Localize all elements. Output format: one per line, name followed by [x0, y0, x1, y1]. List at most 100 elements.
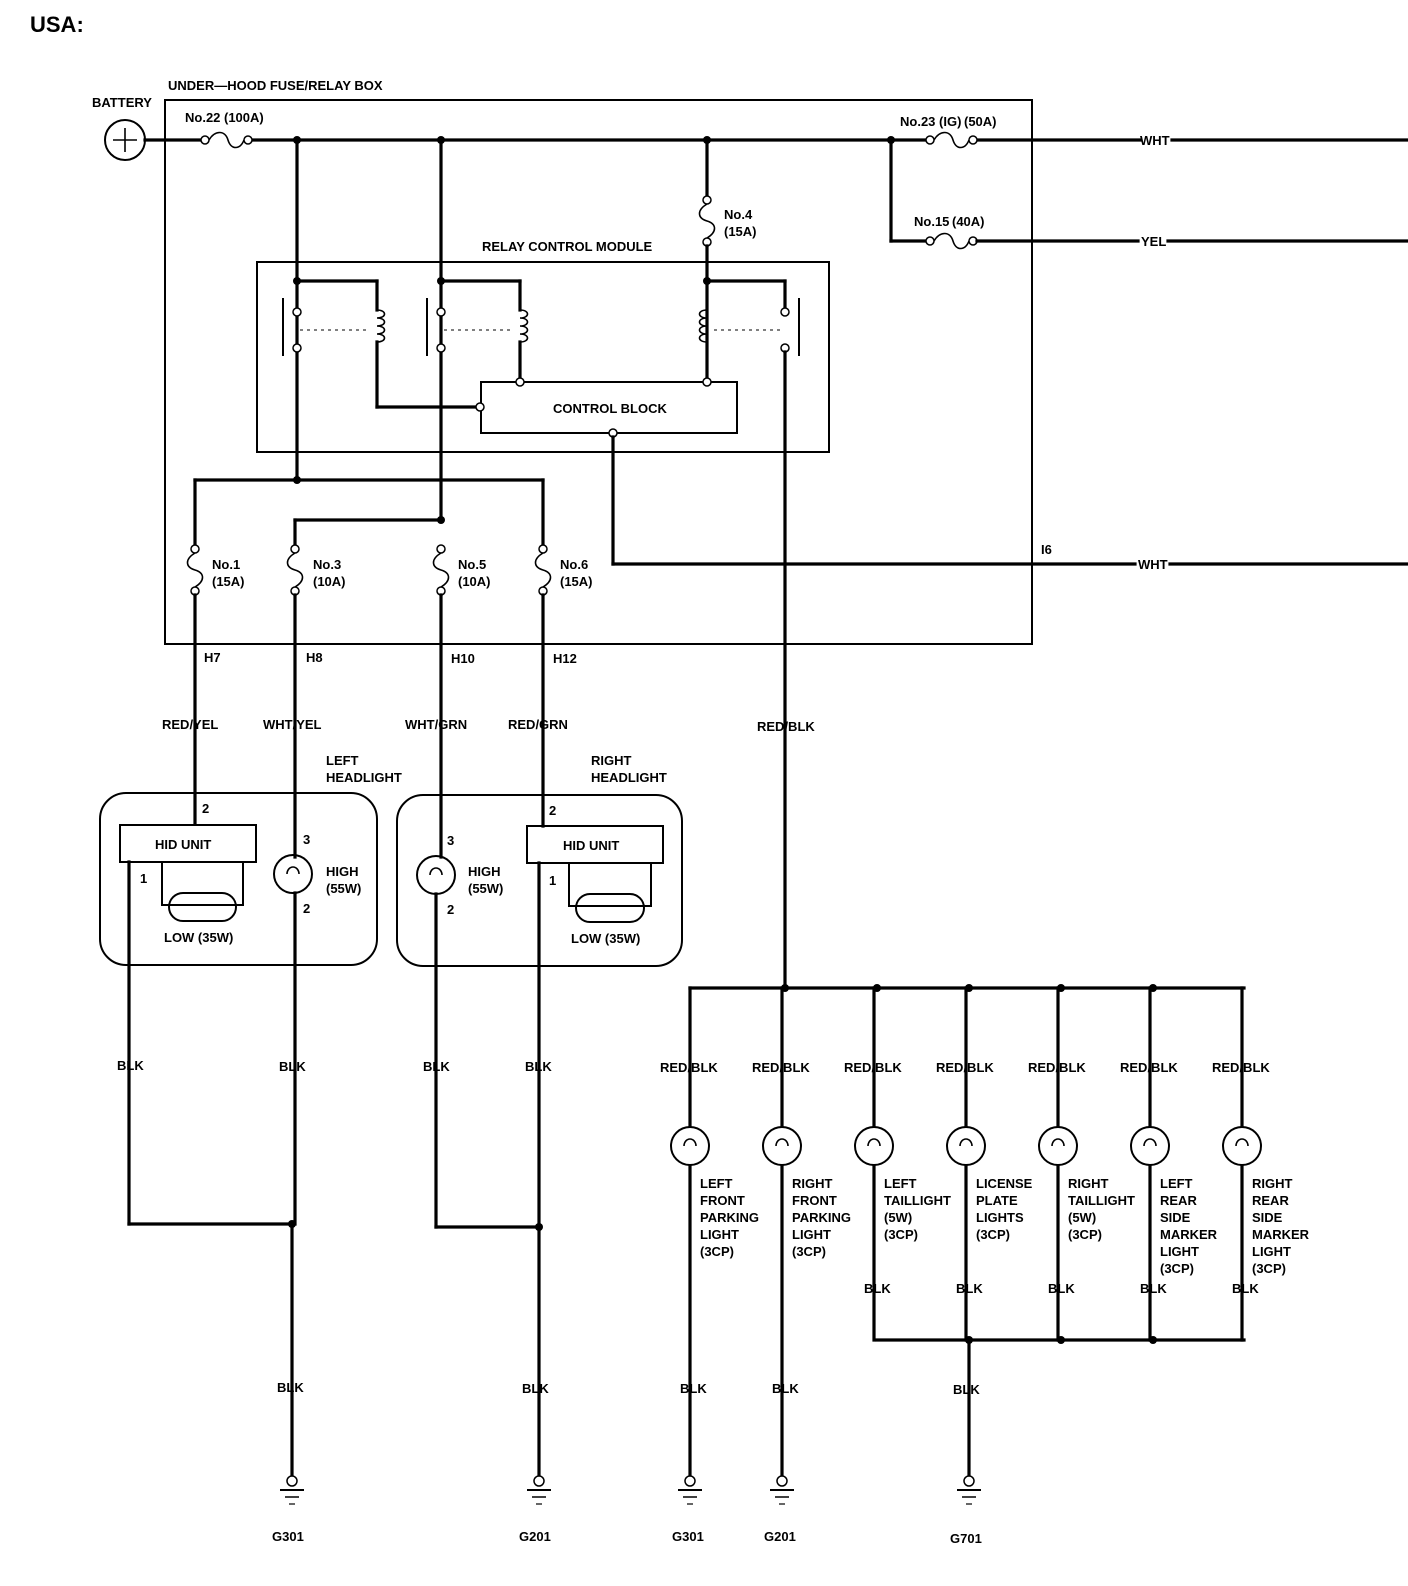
left-hid-unit-label: HID UNIT — [155, 837, 211, 852]
ground-symbol-icon — [770, 1475, 794, 1505]
lamp-bulb-icon — [946, 1126, 986, 1166]
lamp-wire-label: RED/BLK — [936, 1060, 994, 1075]
left-low-label: LOW (35W) — [164, 930, 233, 945]
fuse-4-icon — [698, 138, 716, 386]
wire-wht-grn: WHT/GRN — [405, 717, 467, 732]
right-high-label-1: HIGH — [468, 864, 501, 879]
connector-h10: H10 — [451, 651, 475, 666]
lamp-ground-label: BLK — [772, 1381, 799, 1396]
lamp-ground-label: BLK — [956, 1281, 983, 1296]
relay-control-module-outline — [256, 261, 830, 453]
fuse-5-rating: (10A) — [458, 574, 491, 589]
fuse-22-name: No.22 — [185, 110, 220, 125]
lamp-bulb-icon — [670, 1126, 710, 1166]
left-high-pin-gnd: 2 — [303, 901, 310, 916]
fuse-1-name: No.1 — [212, 557, 240, 572]
wire-blk-label: BLK — [423, 1059, 450, 1074]
left-hid-pin-gnd: 1 — [140, 871, 147, 886]
lamp-name-line: PARKING — [792, 1210, 851, 1225]
connector-h12: H12 — [553, 651, 577, 666]
lamp-filament-icon — [1143, 1138, 1157, 1147]
lamp-name-line: MARKER — [1160, 1227, 1218, 1242]
right-hid-unit-label: HID UNIT — [563, 838, 619, 853]
right-high-pin-in: 3 — [447, 833, 454, 848]
relay-module-label: RELAY CONTROL MODULE — [482, 239, 653, 254]
wire-yel: YEL — [1141, 234, 1166, 249]
ground-symbol-icon — [678, 1475, 702, 1505]
fuse-relay-box-outline — [164, 99, 1033, 645]
grounds-layer — [280, 1475, 981, 1505]
ground-label-g3: G301 — [672, 1529, 704, 1544]
lamp-name-line: RIGHT — [1252, 1176, 1293, 1191]
lamp-name-line: REAR — [1160, 1193, 1197, 1208]
fuse-1-icon — [186, 544, 204, 825]
lamp-name-line: SIDE — [1160, 1210, 1191, 1225]
ground-label-g1: G301 — [272, 1529, 304, 1544]
fuse-6-name: No.6 — [560, 557, 588, 572]
fuse-23-icon — [925, 131, 978, 149]
ground-symbol-icon — [957, 1475, 981, 1505]
wire-wht-yel: WHT/YEL — [263, 717, 322, 732]
lamp-wire-label: RED/BLK — [844, 1060, 902, 1075]
lamp-name-line: RIGHT — [1068, 1176, 1109, 1191]
lamp-name-line: LEFT — [884, 1176, 917, 1191]
lamp-name-line: (3CP) — [1068, 1227, 1102, 1242]
lamp-name-line: (3CP) — [1252, 1261, 1286, 1276]
battery-label: BATTERY — [92, 95, 152, 110]
lamp-name-line: SIDE — [1252, 1210, 1283, 1225]
left-headlight-housing — [99, 792, 378, 966]
lamp-name-line: FRONT — [792, 1193, 837, 1208]
tail-ground-label: BLK — [953, 1382, 980, 1397]
lamp-name-line: (3CP) — [1160, 1261, 1194, 1276]
lamp-filament-icon — [683, 1138, 697, 1147]
fuse-4-rating: (15A) — [724, 224, 757, 239]
lamp-name-line: (3CP) — [700, 1244, 734, 1259]
lamp-wire-label: RED/BLK — [1028, 1060, 1086, 1075]
fuse-3-icon — [286, 544, 304, 859]
left-headlight-ground-wiring — [127, 860, 297, 1478]
fuse-22-icon — [200, 131, 253, 149]
lamp-wire-label: RED/BLK — [660, 1060, 718, 1075]
fuse-box-label: UNDER—HOOD FUSE/RELAY BOX — [168, 78, 383, 93]
right-high-pin-gnd: 2 — [447, 902, 454, 917]
ground-symbol-icon — [527, 1475, 551, 1505]
fuse-3-name: No.3 — [313, 557, 341, 572]
lamp-name-line: TAILLIGHT — [884, 1193, 951, 1208]
lamp-ground-label: BLK — [1048, 1281, 1075, 1296]
lamp-name-line: (3CP) — [884, 1227, 918, 1242]
lamp-filament-icon — [1051, 1138, 1065, 1147]
lamp-name-line: (5W) — [884, 1210, 912, 1225]
control-output-wire — [608, 428, 1408, 566]
right-hid-pin-in: 2 — [549, 803, 556, 818]
left-headlight-title-1: LEFT — [326, 753, 359, 768]
wire-blk-label: BLK — [525, 1059, 552, 1074]
fuse-6-icon — [534, 544, 552, 828]
left-high-bulb-icon — [273, 854, 313, 894]
right-low-label: LOW (35W) — [571, 931, 640, 946]
lamp-name-line: LIGHT — [700, 1227, 739, 1242]
battery-icon — [104, 119, 146, 161]
connector-h8: H8 — [306, 650, 323, 665]
fuse-6-rating: (15A) — [560, 574, 593, 589]
fuse-23-rating: (50A) — [964, 114, 997, 129]
fuse-5-name: No.5 — [458, 557, 486, 572]
lamps-layer: RED/BLK LEFT FRONT PARKING LIGHT (3CP) BLK RED/… — [660, 986, 1310, 1478]
right-headlight-title-2: HEADLIGHT — [591, 770, 667, 785]
left-high-label-1: HIGH — [326, 864, 359, 879]
left-hid-unit-box — [119, 824, 257, 863]
lamp-wire-label: RED/BLK — [1120, 1060, 1178, 1075]
left-high-pin-in: 3 — [303, 832, 310, 847]
lamp-filament-icon — [867, 1138, 881, 1147]
lamp-name-line: MARKER — [1252, 1227, 1310, 1242]
right-low-bulb-icon — [568, 863, 652, 923]
lamp-filament-icon — [959, 1138, 973, 1147]
control-block-label: CONTROL BLOCK — [553, 401, 667, 416]
wire-red-grn: RED/GRN — [508, 717, 568, 732]
lamp-name-line: RIGHT — [792, 1176, 833, 1191]
relay-2-icon — [426, 138, 529, 522]
right-hid-unit-box — [526, 825, 664, 864]
lamp-ground-label: BLK — [680, 1381, 707, 1396]
wire-blk-label: BLK — [117, 1058, 144, 1073]
lamp-name-line: LIGHT — [1252, 1244, 1291, 1259]
left-low-bulb-icon — [161, 862, 244, 922]
